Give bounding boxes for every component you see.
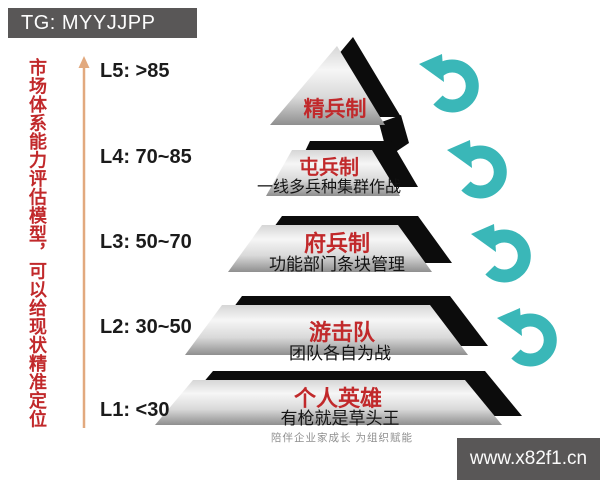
- layer1-subtitle: 有枪就是草头王: [280, 409, 400, 428]
- side-up-arrow: [78, 56, 90, 428]
- layer1-title: 个人英雄: [293, 386, 383, 411]
- layer2-subtitle: 团队各自为战: [289, 344, 391, 363]
- layer2-title: 游击队: [308, 320, 376, 345]
- side-note-vertical-text: 市场体系能力评估模型，可以给现状精准定位: [27, 58, 47, 428]
- tg-badge: TG: MYYJJPP: [8, 8, 197, 38]
- swirl-arrow-4: [497, 308, 557, 367]
- footer-watermark: 陪伴企业家成长 为组织赋能: [271, 432, 413, 444]
- site-url-badge: www.x82f1.cn: [457, 438, 600, 480]
- layer4-title: 屯兵制: [299, 157, 359, 179]
- layer3-subtitle: 功能部门条块管理: [269, 255, 405, 274]
- layer4-subtitle: 一线多兵种集群作战: [256, 179, 402, 196]
- swirl-arrow-1: [419, 54, 479, 113]
- level-label-l3: L3: 50~70: [100, 231, 192, 253]
- swirl-arrow-3: [471, 224, 531, 283]
- level-label-l4: L4: 70~85: [100, 146, 192, 168]
- level-label-l5: L5: >85: [100, 60, 170, 82]
- layer3-title: 府兵制: [303, 231, 371, 256]
- swirl-arrow-2: [447, 140, 507, 199]
- layer2-face: [185, 305, 468, 355]
- layer1-face: [155, 380, 502, 425]
- layer5-title: 精兵制: [303, 98, 367, 121]
- level-label-l1: L1: <30: [100, 399, 170, 421]
- layer3-face: [228, 225, 432, 272]
- layer4-face: [266, 150, 400, 196]
- layer5-face: [270, 46, 385, 125]
- level-label-l2: L2: 30~50: [100, 316, 192, 338]
